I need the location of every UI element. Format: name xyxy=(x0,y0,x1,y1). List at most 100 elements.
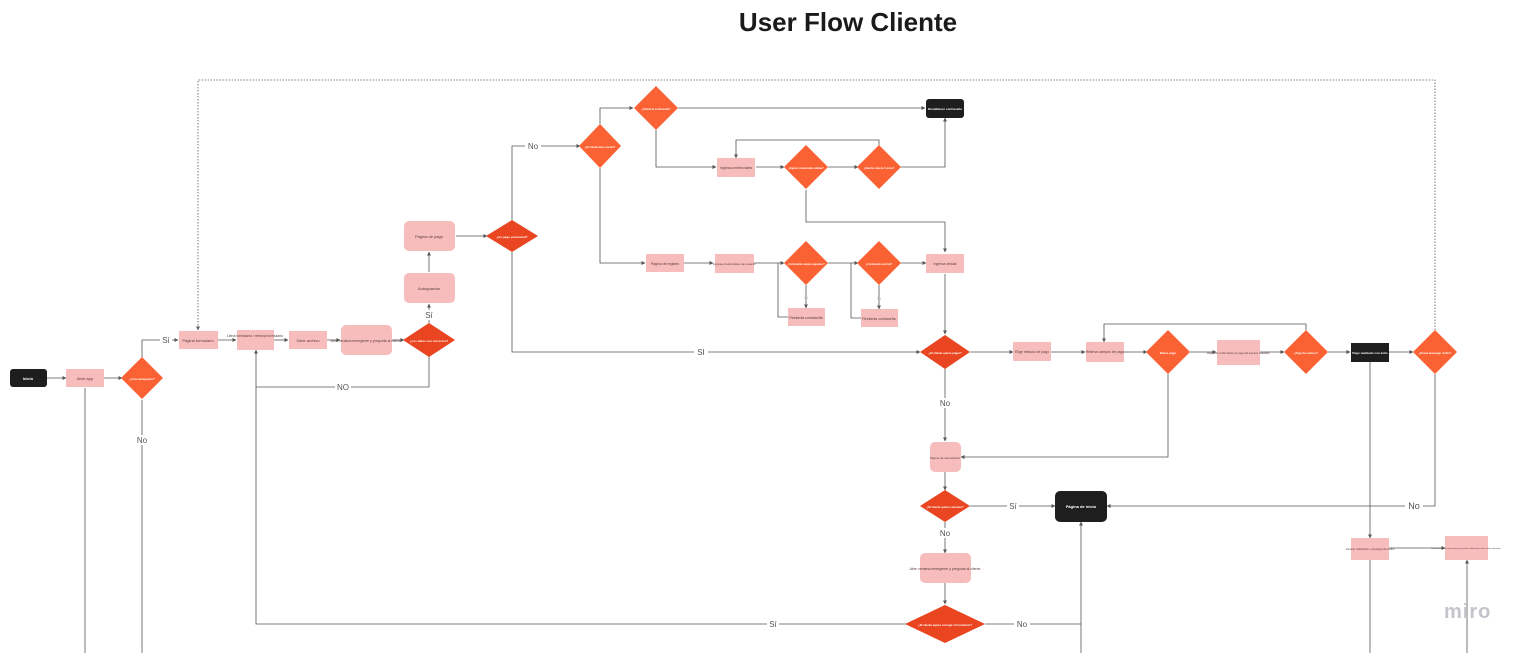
diagram-title: User Flow Cliente xyxy=(739,7,957,37)
svg-text:Generar notificación y descarg: Generar notificación y descarga del reci… xyxy=(1346,547,1395,551)
svg-text:Inicio: Inicio xyxy=(23,376,34,381)
svg-text:¿Desea descargar recibo?: ¿Desea descargar recibo? xyxy=(1419,351,1452,355)
decision-contrasena-coincide[interactable]: ¿Contraseña coincide? xyxy=(857,241,901,285)
decision-pago-exitoso[interactable]: ¿Pago fue exitoso? xyxy=(1284,330,1328,374)
connector xyxy=(511,252,921,354)
node-ingresa-credenciales[interactable]: Ingresa credenciales xyxy=(717,158,755,177)
svg-text:Datos pago: Datos pago xyxy=(1160,351,1177,355)
svg-text:Abrir app: Abrir app xyxy=(77,376,94,381)
edge-label-no: No xyxy=(1408,501,1420,511)
decision-contrasena-cumple[interactable]: ¿Contraseña cumple requisitos? xyxy=(784,241,828,285)
svg-text:Reintenta contraseña: Reintenta contraseña xyxy=(789,316,822,320)
svg-text:¿El cliente quiere pagar?: ¿El cliente quiere pagar? xyxy=(928,351,962,355)
svg-text:Página de registro: Página de registro xyxy=(651,262,679,266)
svg-text:Pago realizado con éxito: Pago realizado con éxito xyxy=(1352,351,1387,355)
svg-text:Abre ventana emergente y pregu: Abre ventana emergente y pregunta al cli… xyxy=(910,567,981,571)
connector xyxy=(655,130,717,169)
edge-label-si: Sí xyxy=(804,295,809,300)
connectors xyxy=(47,79,1469,653)
svg-text:Ingresa credenciales de usuari: Ingresa credenciales de usuario xyxy=(713,262,756,266)
decision-tiene-cuenta[interactable]: ¿El cliente tiene cuenta? xyxy=(579,124,621,168)
connector xyxy=(777,263,788,318)
terminal-pagina-inicio[interactable]: Página de inicio xyxy=(1055,491,1107,522)
svg-text:Enviar notificación y descarga: Enviar notificación y descarga al panel … xyxy=(1431,547,1501,550)
node-generar-notificacion[interactable]: Generar notificación y descarga del reci… xyxy=(1346,538,1395,560)
decision-nodes: ¿Usa navegador? ¿Los datos son correctos… xyxy=(121,86,1457,643)
svg-text:Página de cancelación: Página de cancelación xyxy=(930,456,961,460)
node-abre-ventana-1[interactable]: Abre ventana emergente y pregunta al cli… xyxy=(331,325,402,355)
terminal-restablecer-contrasena[interactable]: Restablecer contraseña xyxy=(926,99,964,118)
node-abre-ventana-2[interactable]: Abre ventana emergente y pregunta al cli… xyxy=(910,553,981,583)
connector xyxy=(599,168,646,265)
connector-dotted-loop xyxy=(196,79,1436,331)
edge-label-no: NO xyxy=(337,383,349,392)
decision-quiere-cancelar[interactable]: ¿El cliente quiere cancelar? xyxy=(920,490,970,522)
svg-text:Abre ventana emergente y pregu: Abre ventana emergente y pregunta al cli… xyxy=(331,339,402,343)
edge-label-no: No xyxy=(940,529,951,538)
terminal-pago-realizado[interactable]: Pago realizado con éxito xyxy=(1351,343,1389,362)
terminal-nodes: Inicio Restablecer contraseña Pago reali… xyxy=(10,99,1389,522)
node-llena-formulario[interactable]: Llena formulario / reenvía formulario xyxy=(227,330,283,350)
miro-watermark: miro xyxy=(1444,601,1491,623)
node-reintenta-1[interactable]: Reintenta contraseña xyxy=(788,308,825,326)
node-enviar-notificacion[interactable]: Enviar notificación y descarga al panel … xyxy=(1431,536,1502,560)
decision-olvido-contrasena[interactable]: ¿Olvidó la contraseña? xyxy=(634,86,678,130)
decision-quiere-pagar[interactable]: ¿El cliente quiere pagar? xyxy=(920,335,970,369)
edge-label-no: No xyxy=(940,399,951,408)
node-ingresa-cred-usuario[interactable]: Ingresa credenciales de usuario xyxy=(713,254,756,273)
connector xyxy=(511,144,581,222)
node-pagina-pago-1[interactable]: Página de pago xyxy=(404,221,455,251)
svg-text:¿Pago fue exitoso?: ¿Pago fue exitoso? xyxy=(1294,351,1318,355)
node-elige-metodo[interactable]: Elige método de pago xyxy=(1013,342,1051,361)
connector xyxy=(850,263,861,319)
decision-desea-descargar[interactable]: ¿Desea descargar recibo? xyxy=(1413,330,1457,374)
decision-pago-presencial[interactable]: ¿Es pago presencial? xyxy=(486,220,538,252)
node-pagina-confirmacion-pago[interactable]: Página de confirmación de pago del proce… xyxy=(1207,340,1270,365)
connector xyxy=(254,349,430,388)
edge-label-no: No xyxy=(137,436,148,445)
svg-text:Página de inicio: Página de inicio xyxy=(1066,504,1097,509)
svg-text:Restablecer contraseña: Restablecer contraseña xyxy=(928,107,962,111)
edge-labels: Sí No NO Sí No SI No Sí No No Sí No Sí S… xyxy=(134,140,1423,629)
decision-datos-pago[interactable]: Datos pago xyxy=(1146,330,1190,374)
decision-credenciales-validas[interactable]: ¿Ingresó credenciales válidas? xyxy=(784,145,828,189)
svg-text:¿El cliente quiere cancelar?: ¿El cliente quiere cancelar? xyxy=(927,505,964,509)
svg-text:¿Usa navegador?: ¿Usa navegador? xyxy=(129,377,154,381)
node-pagina-registro[interactable]: Página de registro xyxy=(646,254,684,272)
svg-text:Página de confirmación de pago: Página de confirmación de pago del proce… xyxy=(1207,351,1270,355)
edge-label-si: Sí xyxy=(162,336,170,345)
svg-text:Rellena campos de pago: Rellena campos de pago xyxy=(1086,350,1125,354)
node-text: Llena formulario / reenvía formulario xyxy=(227,334,283,338)
svg-text:¿Ingresó credenciales válidas?: ¿Ingresó credenciales válidas? xyxy=(788,167,824,170)
svg-text:Ingresa cédula: Ingresa cédula xyxy=(934,262,957,266)
node-abrir-app[interactable]: Abrir app xyxy=(66,369,104,387)
svg-text:Página formulario: Página formulario xyxy=(182,338,214,343)
connector xyxy=(900,117,947,168)
decision-intentos[interactable]: ¿Intentos más de 3 veces? xyxy=(857,145,901,189)
decision-datos-correctos[interactable]: ¿Los datos son correctos? xyxy=(403,323,455,357)
node-ingresa-cedula[interactable]: Ingresa cédula xyxy=(926,254,964,273)
edge-label-si: Sí xyxy=(877,296,882,301)
connector xyxy=(1106,374,1436,508)
node-rellena-campos[interactable]: Rellena campos de pago xyxy=(1086,342,1125,362)
connector xyxy=(805,190,947,253)
node-autoguardar[interactable]: Autoguardar xyxy=(404,273,455,303)
node-reintenta-2[interactable]: Reintenta contraseña xyxy=(861,309,898,327)
edge-label-si: Sí xyxy=(769,620,777,629)
svg-text:Ingresa credenciales: Ingresa credenciales xyxy=(720,166,753,170)
decision-usa-navegador[interactable]: ¿Usa navegador? xyxy=(121,357,163,399)
connector xyxy=(255,387,907,625)
terminal-inicio[interactable]: Inicio xyxy=(10,369,47,387)
edge-label-si: SI xyxy=(697,348,705,357)
node-pagina-cancelacion[interactable]: Página de cancelación xyxy=(930,442,961,472)
svg-text:¿Olvidó la contraseña?: ¿Olvidó la contraseña? xyxy=(642,107,671,111)
edge-label-no: No xyxy=(528,142,539,151)
svg-text:¿El cliente quiere corregir el: ¿El cliente quiere corregir el formulari… xyxy=(918,623,972,627)
process-nodes: Abrir app Página formulario Llena formul… xyxy=(66,158,1502,583)
svg-text:¿Contraseña cumple requisitos?: ¿Contraseña cumple requisitos? xyxy=(787,263,825,266)
node-sube-archivo[interactable]: Sube archivo xyxy=(289,331,327,349)
connector xyxy=(960,374,1169,459)
decision-quiere-corregir[interactable]: ¿El cliente quiere corregir el formulari… xyxy=(905,605,985,643)
node-pagina-formulario[interactable]: Página formulario xyxy=(179,331,218,349)
svg-text:¿El cliente tiene cuenta?: ¿El cliente tiene cuenta? xyxy=(585,145,616,149)
